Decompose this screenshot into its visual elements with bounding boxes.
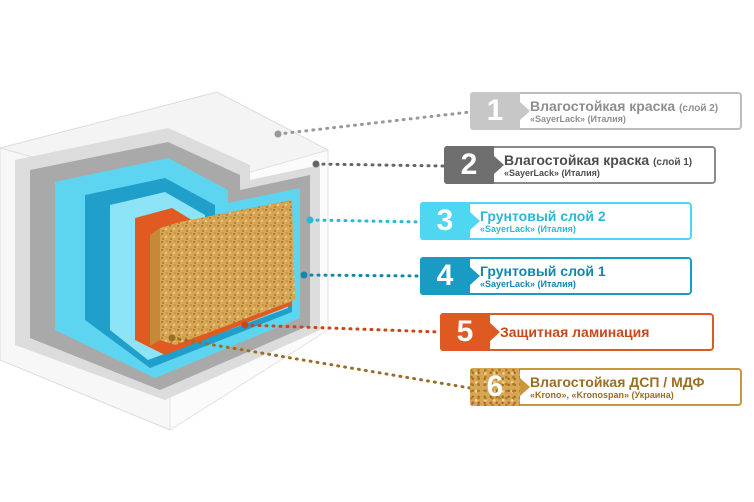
leader-dot-2 (312, 160, 320, 168)
layer-title: Влагостойкая краска (504, 151, 650, 168)
layer-number-badge: 3 (420, 202, 480, 240)
leader-line-5 (243, 323, 442, 334)
leader-dot-6 (168, 334, 176, 342)
leader-dot-1 (274, 130, 282, 138)
layer-title: Грунтовый слой 1 (480, 262, 606, 279)
layer-number-badge: 1 (470, 92, 530, 130)
layer-label-3: 3 Грунтовый слой 2 «SayerLack» (Италия) (420, 202, 692, 240)
leader-line-3 (308, 218, 422, 224)
leader-line-4 (302, 273, 422, 278)
layer-subtitle: «SayerLack» (Италия) (504, 168, 600, 179)
layer-number-badge: 2 (444, 146, 504, 184)
layer-label-4: 4 Грунтовый слой 1 «SayerLack» (Италия) (420, 257, 692, 295)
layer-number-badge: 5 (440, 313, 500, 351)
leader-line-2 (314, 162, 446, 168)
leader-line-1 (276, 110, 472, 136)
layer-title: Влагостойкая ДСП / МДФ (530, 373, 705, 390)
layer-label-5: 5 Защитная ламинация (440, 313, 714, 351)
layer-subtitle: «Krono», «Kronospan» (Украина) (530, 389, 674, 400)
layer-note: (слой 1) (653, 156, 693, 168)
layer-6-core-shape (160, 200, 295, 345)
layer-subtitle: «SayerLack» (Италия) (480, 223, 576, 234)
layer-label-6: 6 Влагостойкая ДСП / МДФ «Krono», «Krono… (470, 368, 742, 406)
layer-label-2: 2 Влагостойкая краска (слой 1) «SayerLac… (444, 146, 716, 184)
layer-number-badge: 4 (420, 257, 480, 295)
leader-dot-3 (306, 216, 314, 224)
leader-dot-5 (241, 321, 249, 329)
leader-dot-4 (300, 271, 308, 279)
layer-note: (слой 2) (679, 102, 719, 114)
layer-title: Влагостойкая краска (530, 97, 676, 114)
layer-subtitle: «SayerLack» (Италия) (530, 114, 626, 125)
layer-subtitle: «SayerLack» (Италия) (480, 278, 576, 289)
layer-title: Защитная ламинация (500, 323, 650, 340)
layer-number-badge: 6 (470, 368, 530, 406)
layer-label-1: 1 Влагостойкая краска (слой 2) «SayerLac… (470, 92, 742, 130)
layer-title: Грунтовый слой 2 (480, 207, 606, 224)
layer-6-core-edge (150, 228, 160, 346)
leader-line-6 (170, 336, 472, 390)
